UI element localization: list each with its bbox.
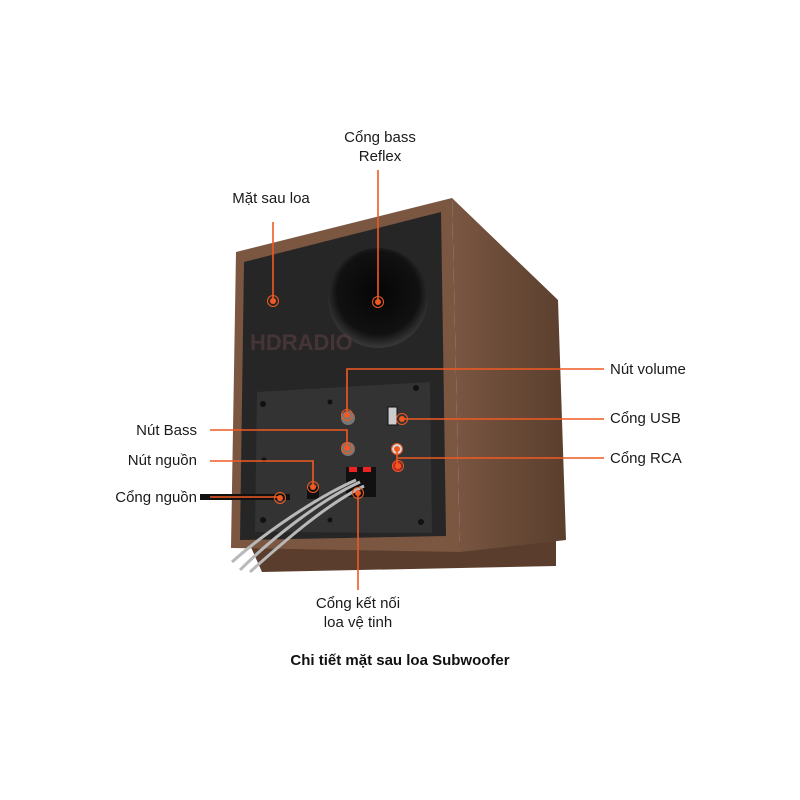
plate-screws	[260, 385, 424, 525]
label-power-port: Cổng nguồn	[115, 489, 197, 506]
speaker-cables	[230, 478, 365, 574]
caption: Chi tiết mặt sau loa Subwoofer	[290, 652, 510, 669]
callout-rings	[267, 295, 408, 504]
callout-lines	[210, 170, 604, 590]
label-usb-port: Cổng USB	[610, 410, 681, 427]
label-volume-knob: Nút volume	[610, 361, 686, 378]
label-satellite-1: Cổng kết nối	[315, 595, 401, 612]
label-rear-panel: Mặt sau loa	[232, 190, 310, 207]
side-face	[452, 198, 566, 552]
watermark-logo: HDRADIO	[250, 330, 353, 355]
usb-port	[387, 406, 398, 426]
label-bass-knob: Nút Bass	[136, 422, 197, 439]
label-power-switch: Nút nguồn	[127, 452, 197, 469]
label-bass-reflex-2: Reflex	[358, 148, 402, 165]
callout-dots	[270, 298, 405, 501]
label-satellite-2: loa vệ tinh	[323, 614, 393, 631]
label-bass-reflex-1: Cổng bass	[344, 129, 416, 146]
label-rca-port: Cổng RCA	[610, 450, 682, 467]
